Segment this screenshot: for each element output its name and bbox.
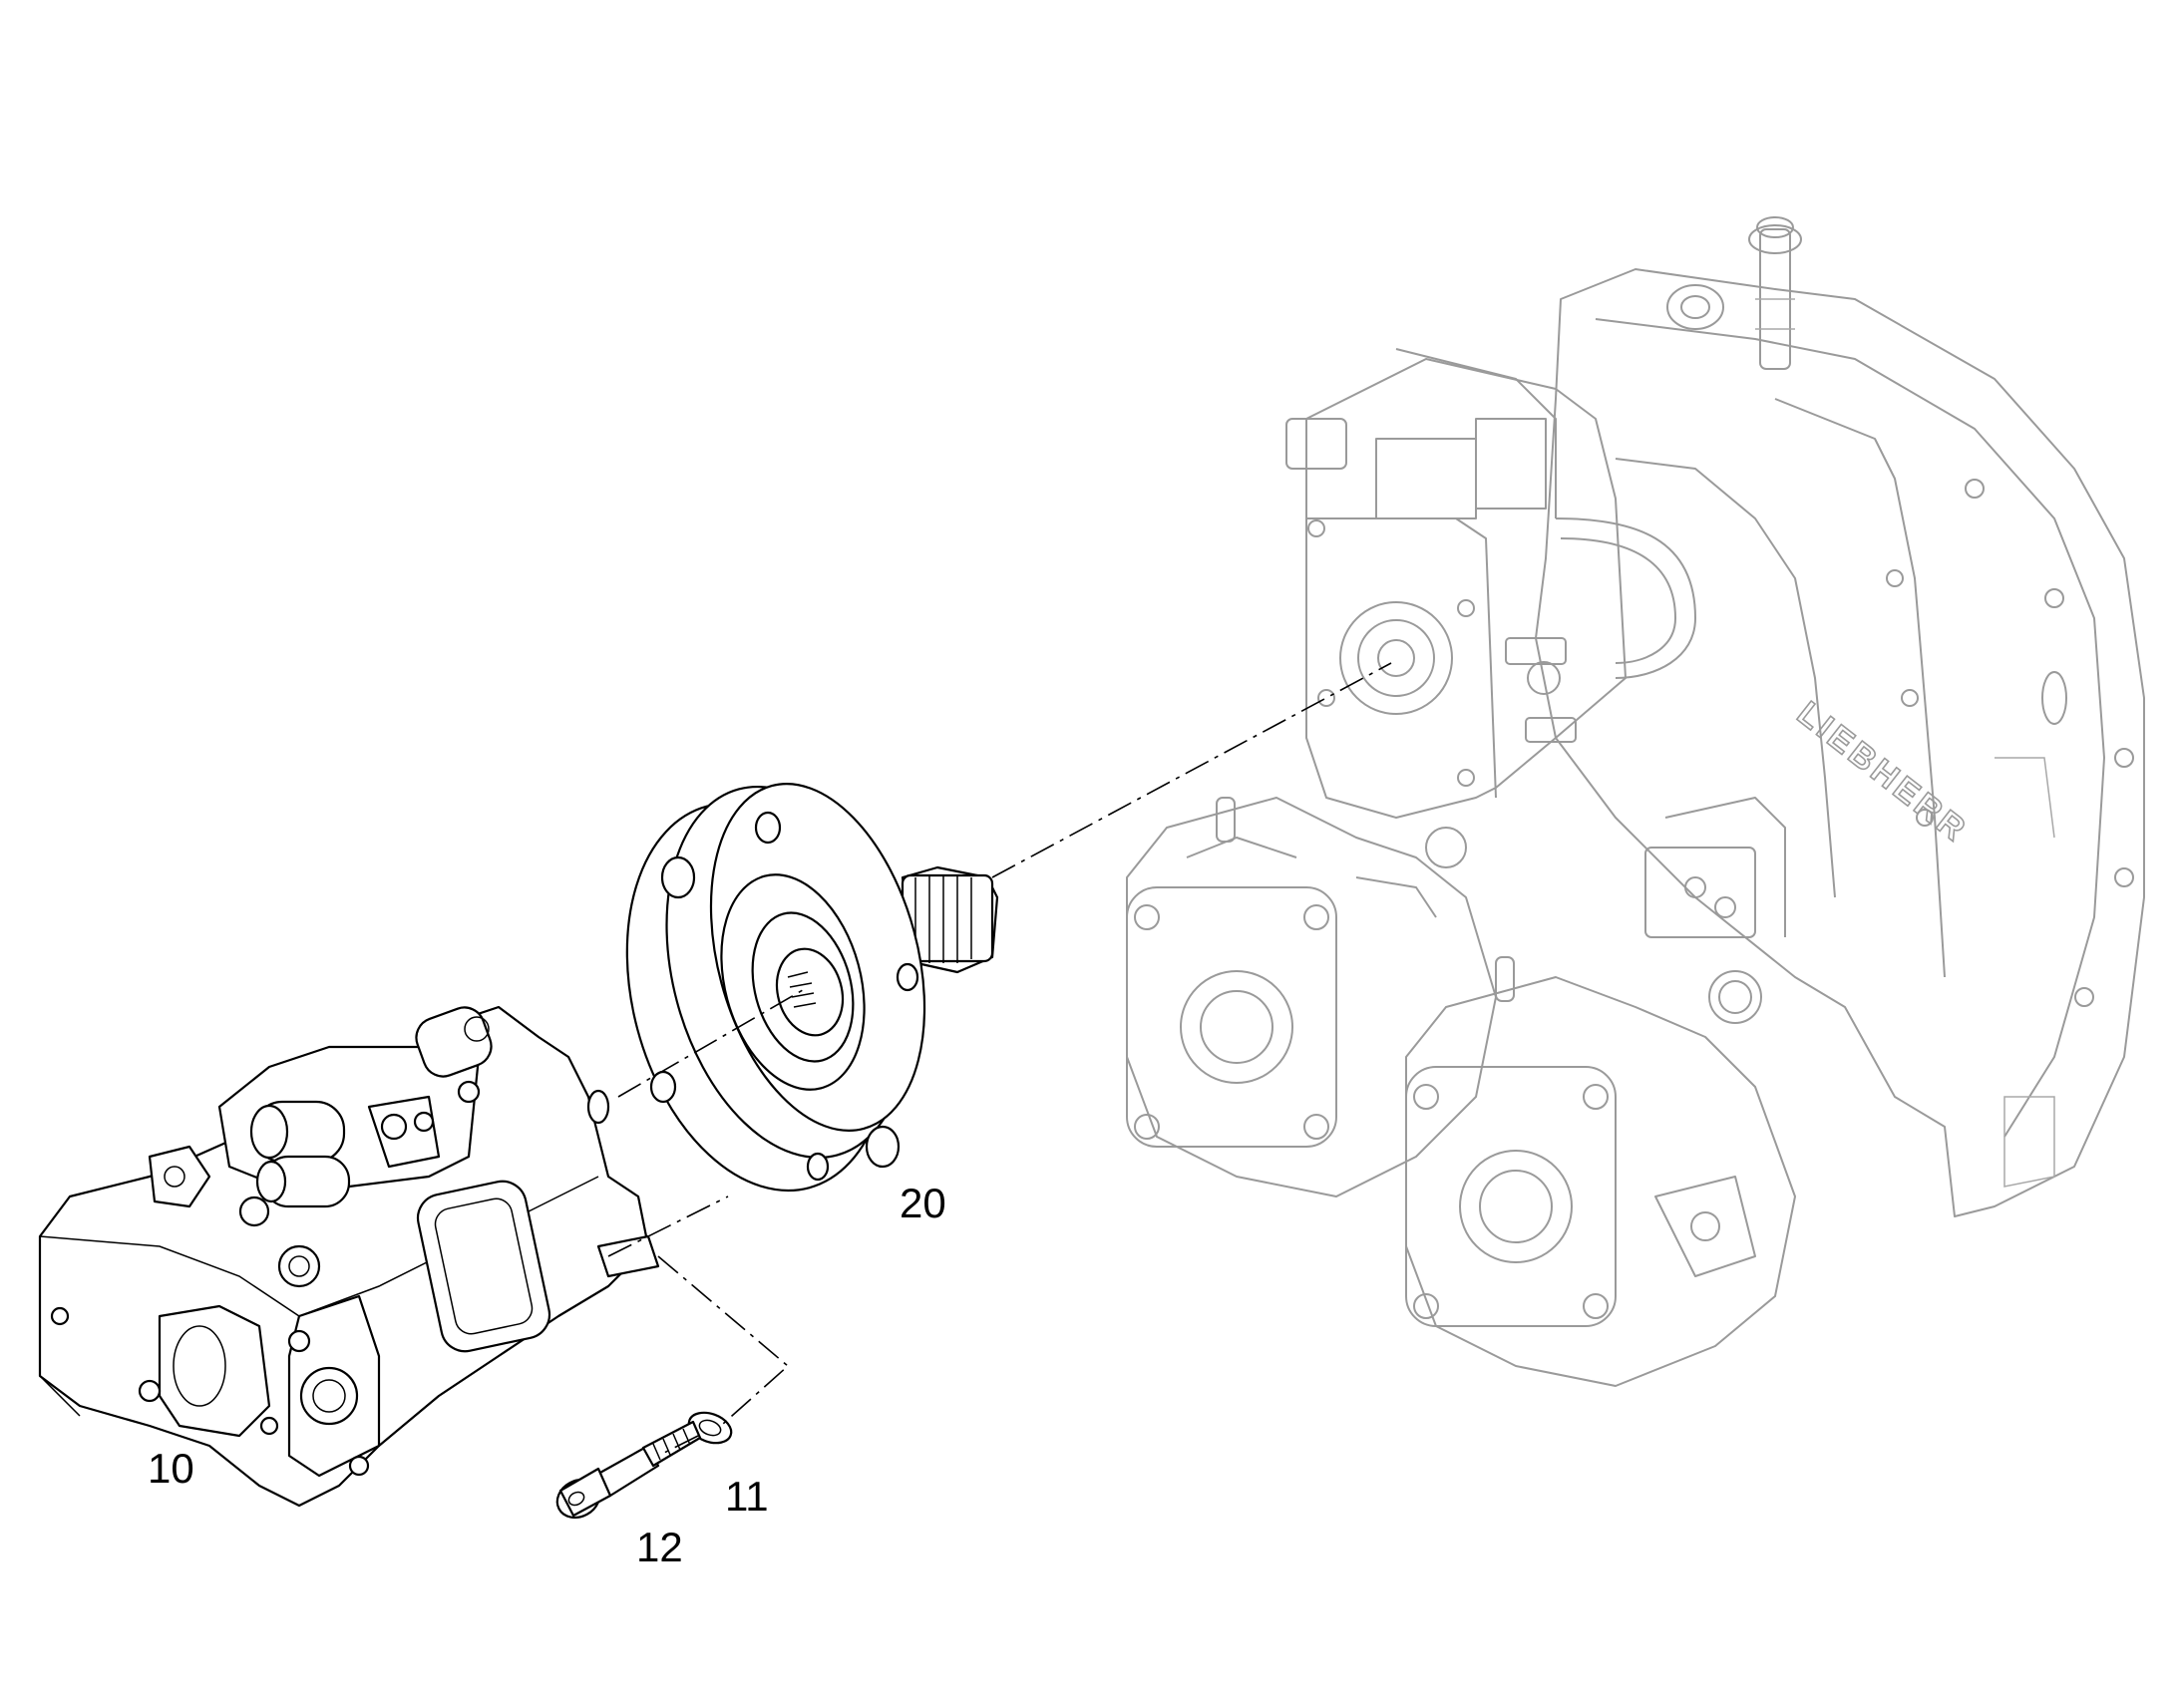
background-gearbox-assembly: LIEBHERR	[1126, 216, 2145, 1387]
part-12-cap-screw	[555, 1420, 702, 1520]
callout-20: 20	[900, 1180, 946, 1226]
assembly-leader-lines	[607, 662, 1392, 1457]
callout-11: 11	[725, 1473, 769, 1520]
part-10-hydraulic-pump	[38, 1005, 660, 1508]
part-20-adapter-flange	[625, 783, 999, 1193]
callout-12: 12	[636, 1524, 683, 1570]
callout-10: 10	[148, 1445, 194, 1492]
brand-mark: LIEBHERR	[1790, 694, 1976, 851]
